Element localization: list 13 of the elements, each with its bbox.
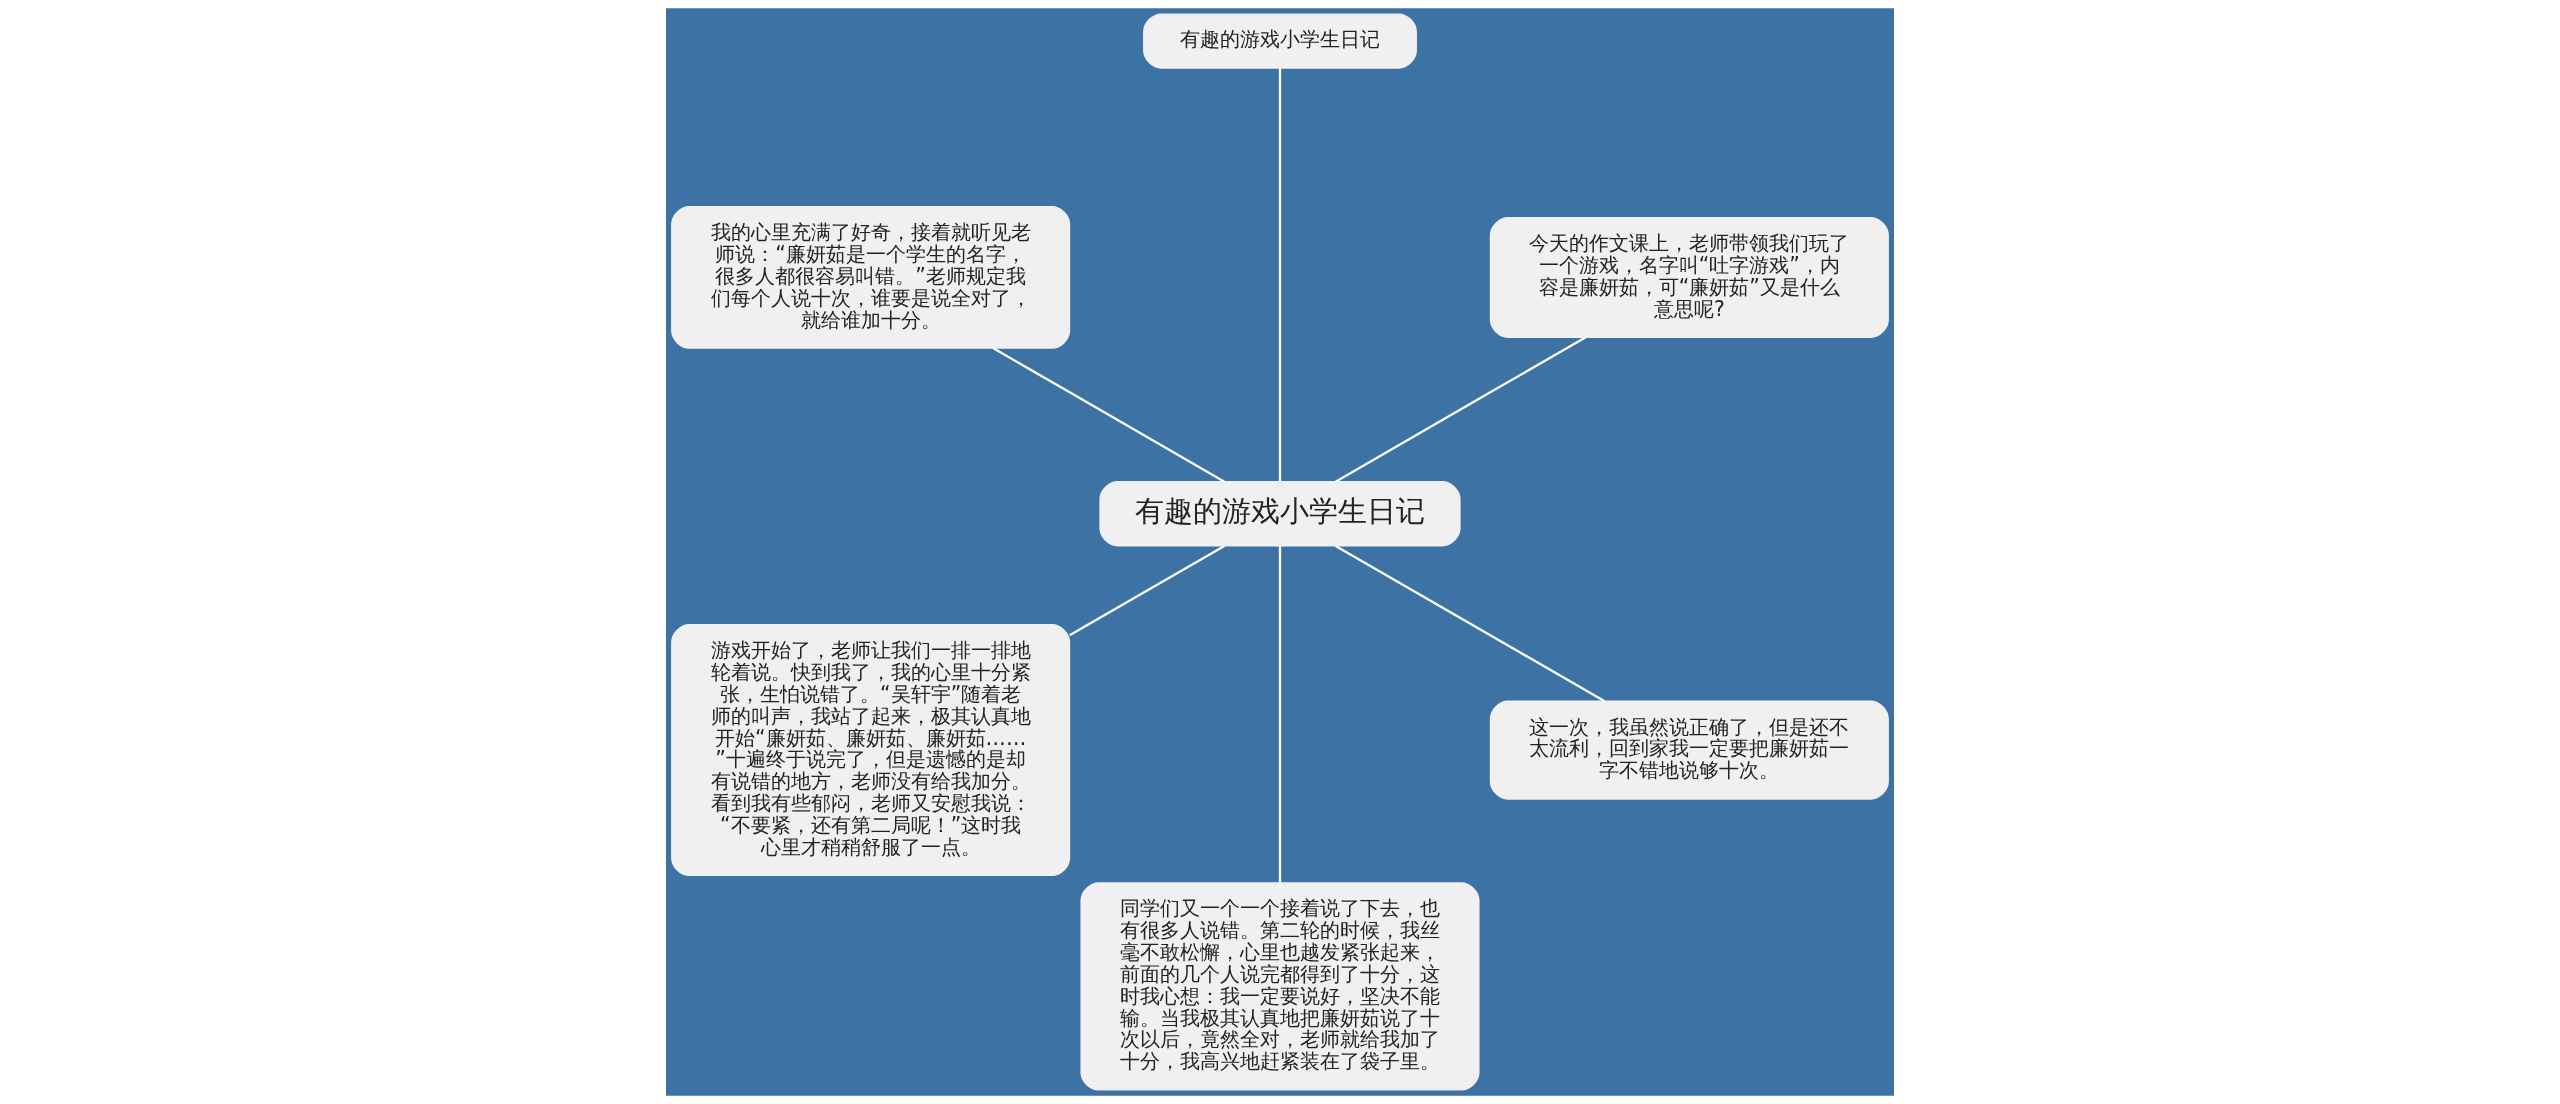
connector bbox=[1069, 544, 1225, 637]
node-box: 有趣的游戏小学生日记 bbox=[1143, 13, 1417, 69]
connector bbox=[1335, 336, 1587, 483]
connector bbox=[1335, 544, 1606, 703]
connector bbox=[1278, 545, 1282, 883]
node-box: 今天的作文课上，老师带领我们玩了一个游戏，名字叫“吐字游戏”，内容是廉妍茹，可“廉妍茹”又是什么意思呢? bbox=[1489, 217, 1889, 338]
node-box: 同学们又一个一个接着说了下去，也有很多人说错。第二轮的时候，我丝毫不敢松懈，心里也越发紧张起来，前面的几个人说完都得到了十分，这时我心想：我一定要说好，坚决不能输。当我极其认真地把廉妍茹说了十次以后，竟然全对，老师就给我加了十分，我高兴地赶紧装在了袋子里。 bbox=[1080, 882, 1480, 1091]
connector bbox=[992, 347, 1225, 483]
node-box: 有趣的游戏小学生日记 bbox=[1099, 481, 1461, 547]
connector bbox=[1278, 68, 1282, 482]
node-box: 我的心里充满了好奇，接着就听见老师说：“廉妍茹是一个学生的名字，很多人都很容易叫错。”老师规定我们每个人说十次，谁要是说全对了，就给谁加十分。 bbox=[671, 206, 1071, 349]
node-box: 游戏开始了，老师让我们一排一排地轮着说。快到我了，我的心里十分紧张，生怕说错了。“吴轩宇”随着老师的叫声，我站了起来，极其认真地开始“廉妍茹、廉妍茹、廉妍茹……”十遍终于说完了，但是遗憾的是却有说错的地方，老师没有给我加分。看到我有些郁闷，老师又安慰我说：“不要紧，还有第二局呢！”这时我心里才稍稍舒服了一点。 bbox=[671, 624, 1071, 877]
node-box: 这一次，我虽然说正确了，但是还不太流利，回到家我一定要把廉妍茹一字不错地说够十次。 bbox=[1489, 700, 1889, 800]
